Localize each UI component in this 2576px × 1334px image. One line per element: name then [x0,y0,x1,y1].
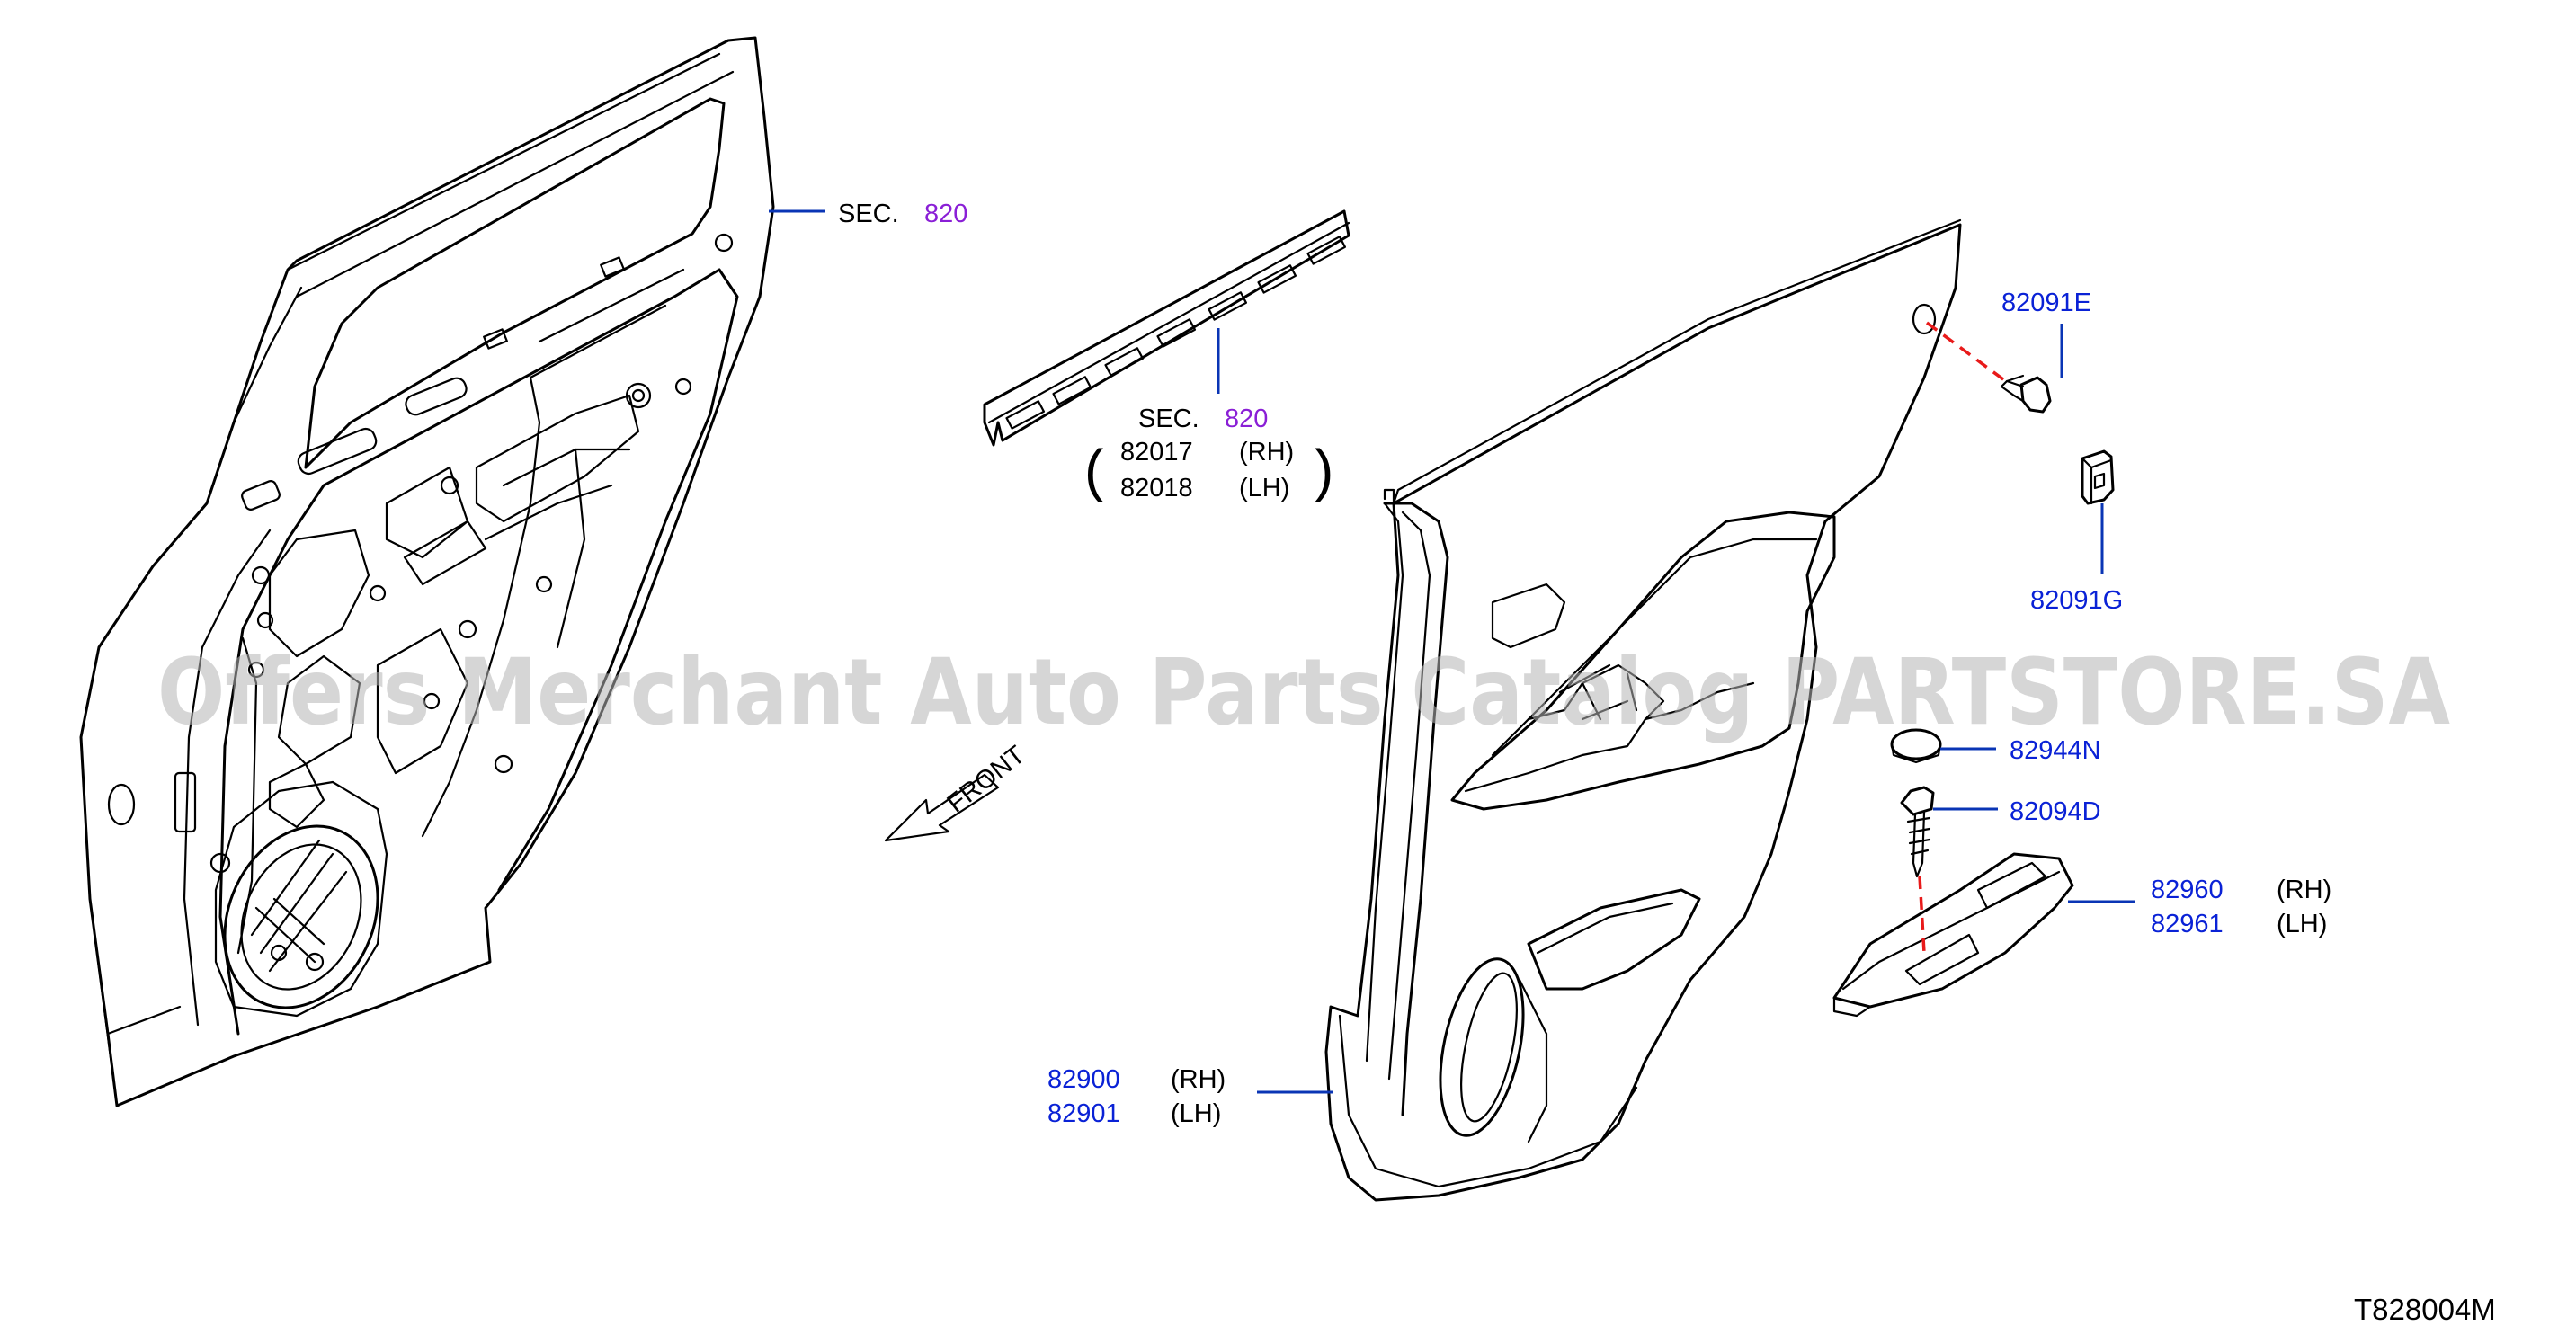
front-direction-arrow: FRONT [884,741,1031,842]
strip-clips [1005,236,1347,430]
bolt-holes [209,233,734,972]
window-moulding-strip [983,209,1350,447]
callout-sec-820-mid: SEC. 820 [1138,405,1268,433]
part-side-rh: (RH) [2277,876,2331,904]
part-number-82944N[interactable]: 82944N [2010,736,2101,765]
part-number-82094D[interactable]: 82094D [2010,797,2101,826]
part-number-82017[interactable]: 82017 [1120,438,1193,467]
dashed-guides [1918,321,2009,954]
callout-82017-82018: ( ) 82017 (RH) 82018 (LH) [1084,438,1333,502]
part-side-lh: (LH) [1239,474,1289,502]
screw-82094D [1900,786,1935,878]
part-number-82961[interactable]: 82961 [2151,910,2224,938]
part-side-lh: (LH) [1171,1099,1221,1128]
part-number-82018[interactable]: 82018 [1120,474,1193,502]
diagram-reference: T828004M [2354,1293,2496,1326]
right-bracket: ) [1315,438,1333,502]
section-number[interactable]: 820 [924,200,967,228]
leader-lines [769,209,2135,1094]
callout-sec-820-top: SEC. 820 [838,200,967,228]
callout-82900-82901: 82900 (RH) 82901 (LH) [1047,1065,1226,1128]
left-bracket: ( [1084,438,1103,502]
switch-bezel-82960 [1832,852,2074,1018]
clip-82091E [2000,374,2052,414]
section-prefix: SEC. [838,200,899,228]
part-side-rh: (RH) [1239,438,1294,467]
part-number-82901[interactable]: 82901 [1047,1099,1120,1128]
clip-82091G [2081,449,2115,505]
watermark: Offers Merchant Auto Parts Catalog PARTS… [157,639,2450,746]
front-label: FRONT [942,741,1031,819]
part-side-lh: (LH) [2277,910,2327,938]
section-number[interactable]: 820 [1225,405,1268,433]
part-number-82091G[interactable]: 82091G [2030,586,2123,615]
cap-82944N [1890,728,1942,764]
part-number-82900[interactable]: 82900 [1047,1065,1120,1094]
rear-door-panel [79,36,775,1107]
part-number-82960[interactable]: 82960 [2151,876,2224,904]
door-trim-panel [1324,218,1962,1202]
callout-82960-82961: 82960 (RH) 82961 (LH) [2151,876,2331,938]
section-prefix: SEC. [1138,405,1199,433]
part-side-rh: (RH) [1171,1065,1226,1094]
part-number-82091E[interactable]: 82091E [2001,289,2091,317]
